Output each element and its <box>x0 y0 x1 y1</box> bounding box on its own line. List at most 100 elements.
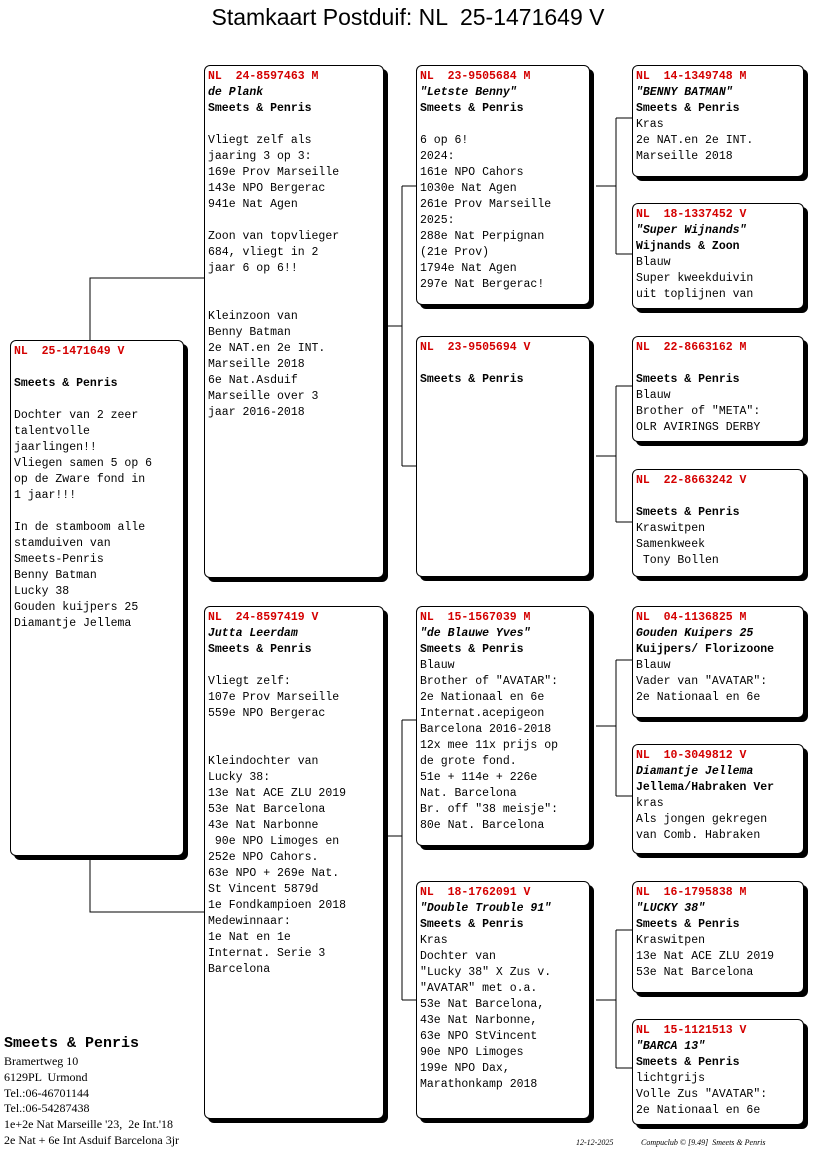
note-line: 288e Nat Perpignan <box>420 230 545 243</box>
software-credit: Compuclub © [9.49] Smeets & Penris <box>641 1138 766 1147</box>
ring-number: NL 22-8663162 M <box>636 341 747 354</box>
owner-name: Smeets & Penris <box>636 1056 740 1069</box>
note-line: OLR AVIRINGS DERBY <box>636 421 761 434</box>
note-line: 13e Nat ACE ZLU 2019 <box>208 787 347 800</box>
note-line: Benny Batman <box>14 569 97 582</box>
note-line: Kras <box>420 934 448 947</box>
note-line <box>208 293 383 309</box>
note-line: Barcelona <box>208 963 271 976</box>
note-line: van Comb. Habraken <box>636 829 761 842</box>
breeder-line: Tel.:06-54287438 <box>4 1101 90 1116</box>
note-line: 53e Nat Barcelona, <box>420 998 545 1011</box>
note-line: talentvolle <box>14 425 90 438</box>
note-line: Benny Batman <box>208 326 291 339</box>
note-line: 53e Nat Barcelona <box>636 966 754 979</box>
pigeon-name: Jutta Leerdam <box>208 627 298 640</box>
note-line: uit toplijnen van <box>636 288 754 301</box>
note-line: 63e NPO + 269e Nat. <box>208 867 340 880</box>
note-line: 941e Nat Agen <box>208 198 298 211</box>
note-line: jaaring 3 op 3: <box>208 150 312 163</box>
pigeon-name: "Double Trouble 91" <box>420 902 552 915</box>
note-line: Internat.acepigeon <box>420 707 545 720</box>
note-line: Dochter van 2 zeer <box>14 409 139 422</box>
breeder-line: 1e+2e Nat Marseille '23, 2e Int.'18 <box>4 1117 174 1132</box>
owner-name: Smeets & Penris <box>636 373 740 386</box>
note-line: 12x mee 11x prijs op <box>420 739 559 752</box>
note-line: de grote fond. <box>420 755 517 768</box>
pigeon-name: "de Blauwe Yves" <box>420 627 531 640</box>
pigeon-name: "BENNY BATMAN" <box>636 86 733 99</box>
note-line: 261e Prov Marseille <box>420 198 552 211</box>
ring-number: NL 23-9505694 V <box>420 341 531 354</box>
note-line <box>208 277 383 293</box>
note-line: Samenkweek <box>636 538 706 551</box>
note-line: 1e Nat en 1e <box>208 931 291 944</box>
breeder-line: 2e Nat + 6e Int Asduif Barcelona 3jr <box>4 1132 180 1147</box>
pigeon-card-mfm[interactable]: NL 10-3049812 V Diamantje Jellema Jellem… <box>632 744 804 854</box>
note-line: 1030e Nat Agen <box>420 182 517 195</box>
pigeon-card-father-father[interactable]: NL 23-9505684 M "Letste Benny" Smeets & … <box>416 65 590 305</box>
note-line: St Vincent 5879d <box>208 883 319 896</box>
owner-name: Smeets & Penris <box>208 643 312 656</box>
note-line: Barcelona 2016-2018 <box>420 723 552 736</box>
note-line: Kleindochter van <box>208 755 319 768</box>
pigeon-card-mother-mother[interactable]: NL 18-1762091 V "Double Trouble 91" Smee… <box>416 881 590 1119</box>
note-line: Tony Bollen <box>636 554 719 567</box>
pigeon-card-mother[interactable]: NL 24-8597419 V Jutta Leerdam Smeets & P… <box>204 606 384 1119</box>
note-line: Brother of "META": <box>636 405 761 418</box>
note-line: Marseille over 3 <box>208 390 319 403</box>
pigeon-card-mff[interactable]: NL 04-1136825 M Gouden Kuipers 25 Kuijpe… <box>632 606 804 718</box>
pigeon-card-ffm[interactable]: NL 18-1337452 V "Super Wijnands" Wijnand… <box>632 203 804 309</box>
note-line: lichtgrijs <box>636 1072 706 1085</box>
pigeon-card-mmf[interactable]: NL 16-1795838 M "LUCKY 38" Smeets & Penr… <box>632 881 804 993</box>
pigeon-card-mmm[interactable]: NL 15-1121513 V "BARCA 13" Smeets & Penr… <box>632 1019 804 1125</box>
owner-name: Smeets & Penris <box>636 506 740 519</box>
ring-number: NL 24-8597419 V <box>208 611 319 624</box>
pigeon-name <box>14 360 183 376</box>
note-line: Marseille 2018 <box>636 150 733 163</box>
ring-number: NL 24-8597463 M <box>208 70 319 83</box>
note-line: 1794e Nat Agen <box>420 262 517 275</box>
owner-name: Smeets & Penris <box>636 102 740 115</box>
note-line: Kraswitpen <box>636 522 706 535</box>
note-line: Lucky 38: <box>208 771 271 784</box>
note-line: 297e Nat Bergerac! <box>420 278 545 291</box>
note-line: 2e NAT.en 2e INT. <box>208 342 326 355</box>
pigeon-card-fmm[interactable]: NL 22-8663242 V Smeets & Penris Kraswitp… <box>632 469 804 577</box>
ring-number: NL 15-1567039 M <box>420 611 531 624</box>
owner-name: Smeets & Penris <box>636 918 740 931</box>
pigeon-card-father-mother[interactable]: NL 23-9505694 V Smeets & Penris <box>416 336 590 577</box>
note-line: 43e Nat Narbonne <box>208 819 319 832</box>
pigeon-card-fff[interactable]: NL 14-1349748 M "BENNY BATMAN" Smeets & … <box>632 65 804 177</box>
pigeon-card-father[interactable]: NL 24-8597463 M de Plank Smeets & Penris… <box>204 65 384 578</box>
pigeon-card-main[interactable]: NL 25-1471649 V Smeets & Penris Dochter … <box>10 340 184 856</box>
note-line: 1 jaar!!! <box>14 489 77 502</box>
owner-name: Smeets & Penris <box>14 377 118 390</box>
note-line: 252e NPO Cahors. <box>208 851 319 864</box>
pigeon-card-mother-father[interactable]: NL 15-1567039 M "de Blauwe Yves" Smeets … <box>416 606 590 846</box>
note-line: Marseille 2018 <box>208 358 305 371</box>
note-line: "Lucky 38" X Zus v. <box>420 966 552 979</box>
pigeon-name <box>420 356 589 372</box>
note-line: 90e NPO Limoges <box>420 1046 524 1059</box>
note-line: jaar 6 op 6!! <box>208 262 298 275</box>
owner-name: Smeets & Penris <box>420 643 524 656</box>
note-line: 107e Prov Marseille <box>208 691 340 704</box>
ring-number: NL 23-9505684 M <box>420 70 531 83</box>
note-line: 13e Nat ACE ZLU 2019 <box>636 950 775 963</box>
note-line: Als jongen gekregen <box>636 813 768 826</box>
note-line: 161e NPO Cahors <box>420 166 524 179</box>
pigeon-name: Gouden Kuipers 25 <box>636 627 754 640</box>
note-line: 684, vliegt in 2 <box>208 246 319 259</box>
note-line: Lucky 38 <box>14 585 70 598</box>
